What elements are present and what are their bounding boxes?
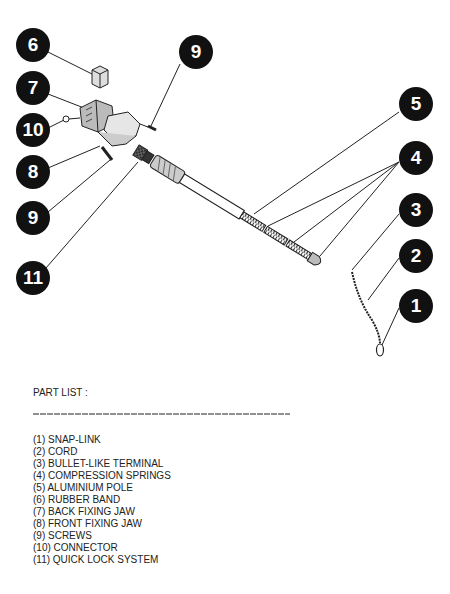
- part-list-item: (10) CONNECTOR: [33, 542, 118, 554]
- callout-number: 3: [399, 193, 433, 227]
- list-rule: [33, 414, 290, 415]
- part-list-item: (3) BULLET-LIKE TERMINAL: [33, 458, 163, 470]
- callout-text: 6: [28, 34, 39, 56]
- callout-text: 9: [28, 207, 39, 229]
- callout-number: 11: [16, 261, 50, 295]
- list-heading: PART LIST :: [33, 387, 88, 399]
- part-list-item: (5) ALUMINIUM POLE: [33, 482, 133, 494]
- callout-text: 1: [411, 295, 422, 317]
- part-list-item: (9) SCREWS: [33, 530, 92, 542]
- leader-lines: [46, 52, 399, 345]
- part-list-item: (4) COMPRESSION SPRINGS: [33, 470, 171, 482]
- callout-text: 3: [411, 199, 422, 221]
- rubber-band: [92, 66, 108, 88]
- callout-number: 7: [16, 71, 50, 105]
- callout-number: 2: [399, 239, 433, 273]
- callout-number: 10: [16, 113, 50, 147]
- callout-number: 5: [399, 87, 433, 121]
- callout-number: 9: [179, 35, 213, 69]
- fixing-clamp: [63, 100, 156, 160]
- cord: [352, 272, 380, 344]
- snap-link: [377, 344, 384, 356]
- callout-number: 1: [399, 289, 433, 323]
- part-list-item: (6) RUBBER BAND: [33, 494, 120, 506]
- pole-assembly: [132, 144, 323, 269]
- callout-text: 9: [191, 41, 202, 63]
- part-list-item: (11) QUICK LOCK SYSTEM: [33, 554, 158, 566]
- callout-text: 11: [23, 267, 43, 289]
- callout-text: 8: [28, 161, 39, 183]
- callout-number: 8: [16, 155, 50, 189]
- part-list-item: (1) SNAP-LINK: [33, 434, 101, 446]
- callout-number: 9: [16, 201, 50, 235]
- callout-text: 10: [22, 119, 43, 141]
- part-list-item: (2) CORD: [33, 446, 77, 458]
- callout-text: 4: [411, 147, 422, 169]
- part-list-item: (8) FRONT FIXING JAW: [33, 518, 142, 530]
- part-list-item: (7) BACK FIXING JAW: [33, 506, 135, 518]
- callout-text: 7: [28, 77, 39, 99]
- callout-number: 6: [16, 28, 50, 62]
- callout-text: 2: [411, 245, 422, 267]
- callout-number: 4: [399, 141, 433, 175]
- callout-text: 5: [411, 93, 422, 115]
